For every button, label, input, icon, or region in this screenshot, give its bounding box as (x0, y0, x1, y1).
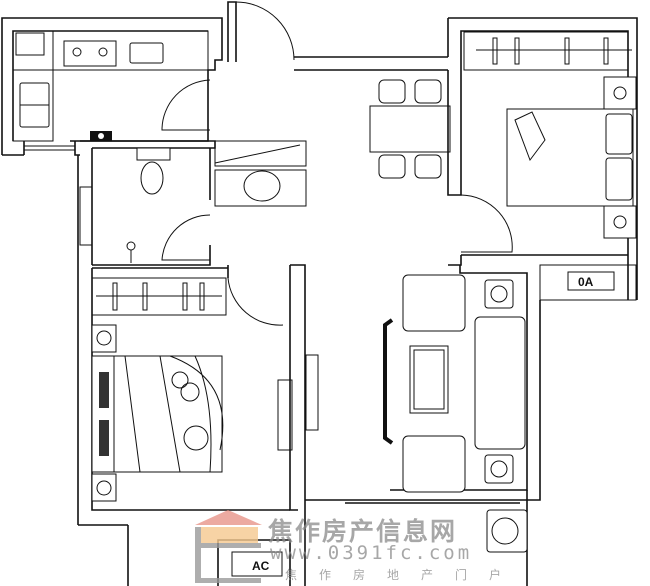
ac-unit-icon (231, 551, 283, 577)
bathroom-door[interactable] (161, 214, 211, 261)
living-room (383, 265, 541, 501)
ac-label: AC (252, 559, 270, 573)
watermark-url: www.0391fc.com (270, 542, 473, 564)
armchair-icon (402, 435, 466, 493)
nightstand-lamp-icon (603, 205, 637, 239)
ac-label: 0A (578, 275, 594, 289)
sofa-icon (474, 316, 526, 450)
nightstand-lamp-icon (603, 76, 637, 110)
entrance-door[interactable] (227, 1, 448, 71)
tv-cabinet-icon (277, 379, 293, 451)
master-bedroom: 0A (447, 17, 638, 301)
wardrobe-icon (91, 277, 227, 316)
washbasin-icon (243, 170, 281, 202)
nightstand-lamp-icon (91, 324, 117, 353)
watermark-title: 焦作房产信息网 (268, 517, 458, 546)
watermark-logo (195, 510, 262, 583)
second-bedroom (78, 265, 290, 586)
stove-icon (63, 40, 117, 67)
kitchen-door[interactable] (161, 79, 211, 131)
speaker-icon (484, 454, 514, 484)
bottom-ac: AC (217, 539, 291, 586)
wardrobe-icon (463, 31, 629, 71)
toilet-tank-icon (136, 147, 171, 161)
washing-machine-icon (486, 509, 528, 553)
bedroom2-door[interactable] (227, 277, 284, 326)
fridge-icon (15, 32, 45, 56)
rug-edge (383, 318, 394, 445)
nightstand-lamp-icon (91, 473, 117, 502)
watermark-slogan: 焦作房地产门户 (285, 568, 524, 582)
bathroom (77, 140, 307, 525)
speaker-icon (484, 279, 514, 309)
dining-table-icon (369, 105, 451, 153)
ac-unit-icon (567, 271, 615, 291)
armchair-icon (402, 274, 466, 332)
cutting-board-icon (129, 42, 164, 64)
master-door[interactable] (460, 194, 513, 253)
bed-icon (91, 355, 223, 473)
toilet-icon (140, 161, 164, 195)
balcony (345, 490, 528, 586)
coffee-table-icon (409, 345, 449, 414)
dining-set (369, 79, 451, 179)
kitchen (1, 17, 223, 156)
